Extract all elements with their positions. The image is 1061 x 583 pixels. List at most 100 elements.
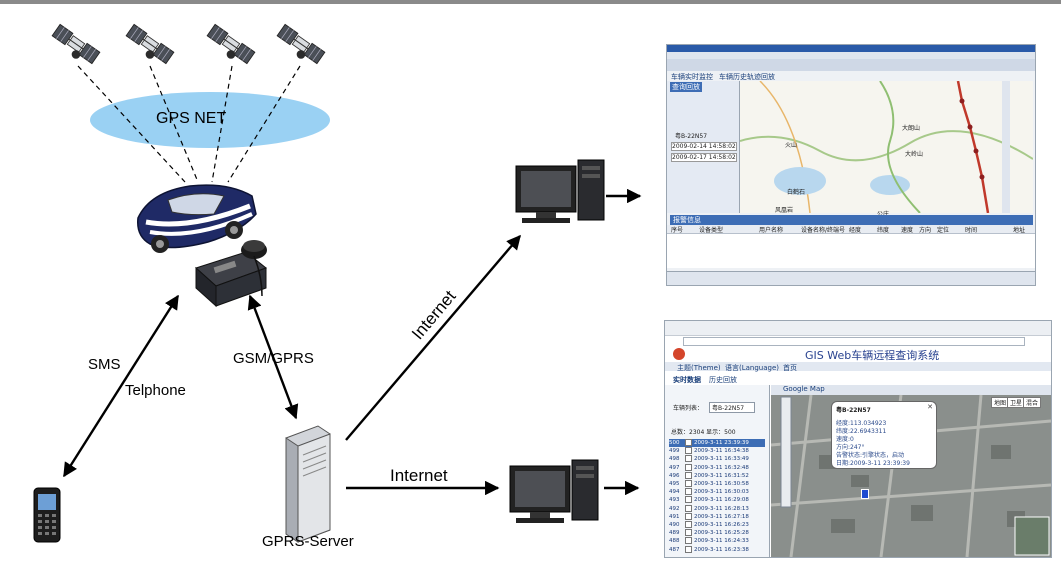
record-checkbox[interactable] — [685, 480, 692, 487]
desktop-title-bar — [667, 45, 1035, 52]
browser-toolbar — [665, 321, 1051, 336]
record-checkbox[interactable] — [685, 439, 692, 446]
record-checkbox[interactable] — [685, 512, 692, 520]
desktop-map[interactable] — [740, 81, 1033, 213]
record-checkbox[interactable] — [685, 504, 692, 512]
record-row[interactable]: 488 2009-3-11 16:24:33 — [669, 537, 765, 545]
record-checkbox[interactable] — [685, 471, 692, 479]
arrow-sms-link — [62, 294, 180, 478]
arrow-gsm-gprs-link — [247, 294, 299, 420]
record-checkbox[interactable] — [685, 496, 692, 504]
record-row[interactable]: 498 2009-3-11 16:33:49 — [669, 455, 765, 463]
record-time: 2009-3-11 16:24:33 — [694, 538, 749, 545]
popup-plate: 粤B-22N57 — [836, 407, 871, 414]
route-track — [956, 81, 990, 213]
satellite-icon — [206, 23, 256, 65]
arrow-internet-upper — [345, 234, 521, 441]
table-header-cell: 纬度 — [877, 227, 890, 234]
record-time: 2009-3-11 23:39:39 — [694, 440, 749, 446]
satellite-icon — [276, 23, 326, 65]
record-checkbox[interactable] — [685, 521, 692, 528]
table-header-cell: 方向 — [919, 227, 932, 234]
desktop-tab-realtime[interactable]: 车辆实时监控 — [671, 73, 713, 81]
record-checkbox[interactable] — [685, 447, 692, 455]
record-checkbox[interactable] — [685, 545, 692, 553]
record-id: 488 — [669, 538, 680, 545]
desktop-status-bar — [667, 271, 1035, 285]
browser-address-bar[interactable] — [683, 337, 1025, 346]
web-left-panel — [665, 385, 770, 557]
tab-history[interactable]: 历史回放 — [709, 376, 737, 384]
gps-signal-line — [211, 65, 233, 183]
gps-net-label: GPS NET — [156, 110, 227, 127]
desktop-table-header-row — [667, 225, 1035, 234]
theme-menu[interactable]: 主题(Theme) — [677, 364, 721, 372]
web-app-screenshot: GIS Web车辆远程查询系统 主题(Theme) 语言(Language) 首… — [664, 320, 1052, 558]
map-place-label: 公庄 — [877, 209, 889, 218]
record-checkbox[interactable] — [685, 455, 692, 463]
desktop-start-time[interactable]: 2009-02-14 14:58:02 — [671, 142, 737, 151]
table-header-cell: 序号 — [671, 227, 684, 234]
record-time: 2009-3-11 16:26:23 — [694, 522, 749, 528]
map-place-label: 大岭山 — [905, 151, 924, 158]
google-map-tab[interactable]: Google Map — [783, 385, 825, 393]
record-checkbox[interactable] — [685, 488, 692, 496]
language-menu[interactable]: 语言(Language) — [725, 364, 780, 372]
desktop-tab-history[interactable]: 车辆历史轨迹回放 — [719, 73, 775, 81]
record-id: 490 — [669, 522, 680, 528]
record-checkbox[interactable] — [685, 529, 692, 537]
map-place-label: 白鹤石 — [787, 189, 806, 196]
table-header-cell: 设备名称/终端号 — [801, 227, 846, 234]
computer-lower-icon — [509, 459, 599, 523]
record-time: 2009-3-11 16:32:48 — [694, 464, 749, 471]
desktop-toolbar — [667, 59, 1035, 71]
web-app-title: GIS Web车辆远程查询系统 — [805, 349, 940, 362]
popup-line: 方向:247° — [836, 444, 865, 451]
desktop-app-screenshot: 车辆实时监控 车辆历史轨迹回放 查询回放 粤B-22N57 2009-02-14… — [666, 44, 1036, 286]
home-link[interactable]: 首页 — [783, 364, 797, 372]
gps-tracker-icon — [195, 240, 268, 308]
gps-signal-line — [149, 65, 199, 183]
computer-upper-icon — [515, 159, 605, 223]
record-time: 2009-3-11 16:27:18 — [694, 513, 749, 520]
popup-line: 日期:2009-3-11 23:39:39 — [836, 460, 910, 467]
popup-close-icon[interactable]: ✕ — [927, 404, 933, 411]
gprs-server-label: GPRS-Server — [262, 533, 354, 550]
record-checkbox[interactable] — [685, 463, 692, 471]
internet-lower-label: Internet — [390, 466, 448, 485]
car-icon — [137, 184, 257, 253]
record-row[interactable]: 490 2009-3-11 16:26:23 — [669, 521, 765, 529]
popup-line: 告警状态:引擎状态，启动 — [836, 452, 905, 459]
vehicle-list-label: 车辆列表： — [673, 405, 704, 412]
map-control-hybrid[interactable]: 混合 — [1023, 397, 1042, 408]
record-id: 498 — [669, 456, 680, 463]
record-time: 2009-3-11 16:33:49 — [694, 456, 749, 463]
map-place-label: 大朗山 — [902, 125, 921, 132]
tab-realtime[interactable]: 实时数据 — [673, 376, 701, 384]
popup-line: 经度:113.034923 — [836, 420, 887, 427]
gps-signal-line — [227, 65, 301, 183]
top-border — [0, 0, 1061, 4]
map-place-label: 风凰岩 — [775, 207, 794, 214]
record-time: 2009-3-11 16:30:58 — [694, 481, 749, 487]
telphone-label: Telphone — [125, 382, 186, 399]
record-checkbox[interactable] — [685, 537, 692, 545]
vehicle-select[interactable]: 粤B-22N57 — [709, 402, 756, 413]
record-id: 494 — [669, 489, 680, 496]
desktop-end-time[interactable]: 2009-02-17 14:58:02 — [671, 153, 737, 162]
map-info-popup: 粤B-22N57 经度:113.034923 纬度:22.6943311 速度:… — [831, 401, 937, 469]
vehicle-marker-icon[interactable] — [861, 489, 869, 499]
